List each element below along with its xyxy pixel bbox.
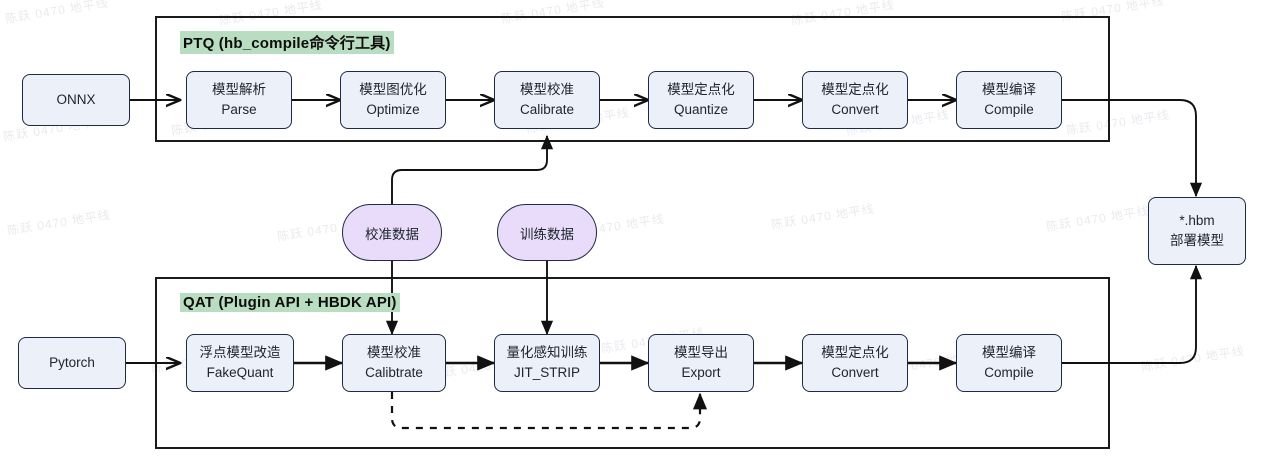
node-hbm-output[interactable]: *.hbm 部署模型 (1148, 197, 1246, 265)
node-ptq-optimize[interactable]: 模型图优化 Optimize (340, 71, 446, 129)
node-label-en: FakeQuant (206, 365, 274, 380)
node-onnx[interactable]: ONNX (22, 74, 130, 126)
node-label-en: Calibrate (519, 102, 575, 117)
node-label-en: Convert (831, 102, 879, 117)
node-label-en: Quantize (673, 102, 729, 117)
node-training-data[interactable]: 训练数据 (497, 204, 597, 261)
node-label-en: Export (681, 365, 721, 380)
node-label-cn: 模型编译 (982, 82, 1036, 98)
node-ptq-quantize[interactable]: 模型定点化 Quantize (648, 71, 754, 129)
node-label-cn: 模型定点化 (821, 82, 889, 98)
node-label-cn: 模型图优化 (359, 82, 427, 98)
hbm-line2: 部署模型 (1170, 233, 1224, 248)
node-label-cn: 模型定点化 (821, 345, 889, 361)
node-qat-convert[interactable]: 模型定点化 Convert (802, 334, 908, 392)
node-label-cn: 模型定点化 (667, 82, 735, 98)
node-qat-fakequant[interactable]: 浮点模型改造 FakeQuant (186, 334, 294, 392)
calibration-data-label: 校准数据 (365, 226, 419, 242)
qat-title: QAT (Plugin API + HBDK API) (180, 293, 400, 312)
node-calibration-data[interactable]: 校准数据 (342, 204, 442, 261)
node-label-cn: 模型解析 (212, 82, 266, 98)
training-data-label: 训练数据 (520, 226, 574, 242)
node-label-cn: 模型校准 (367, 345, 421, 361)
node-label-en: Parse (221, 102, 257, 117)
ptq-container (155, 16, 1110, 142)
wire-ptq-compile-to-hbm (1062, 99, 1203, 198)
node-label-cn: 浮点模型改造 (199, 345, 281, 361)
wire-calibtrate-to-export-dashed (390, 392, 708, 430)
node-ptq-compile[interactable]: 模型编译 Compile (956, 71, 1062, 129)
node-label-cn: 模型校准 (520, 82, 574, 98)
wire-qat-compile-to-hbm (1062, 264, 1203, 364)
node-qat-calibtrate[interactable]: 模型校准 Calibtrate (342, 334, 446, 392)
ptq-title: PTQ (hb_compile命令行工具) (180, 31, 394, 54)
node-ptq-convert[interactable]: 模型定点化 Convert (802, 71, 908, 129)
node-label-cn: 量化感知训练 (506, 345, 588, 361)
node-label-cn: 模型导出 (674, 345, 728, 361)
node-pytorch[interactable]: Pytorch (18, 337, 126, 389)
node-label-en: Optimize (366, 102, 420, 117)
node-qat-export[interactable]: 模型导出 Export (648, 334, 754, 392)
node-label-en: JIT_STRIP (513, 365, 580, 380)
hbm-line1: *.hbm (1179, 213, 1215, 229)
node-qat-jitstrip[interactable]: 量化感知训练 JIT_STRIP (494, 334, 600, 392)
node-label-en: Calibtrate (365, 365, 423, 380)
node-qat-compile[interactable]: 模型编译 Compile (956, 334, 1062, 392)
node-onnx-label: ONNX (56, 92, 96, 108)
node-label-en: Compile (984, 102, 1034, 117)
node-label-en: Compile (984, 365, 1034, 380)
node-label-en: Convert (831, 365, 879, 380)
wire-calibdata-to-ptq-calibrate (391, 134, 554, 204)
node-ptq-parse[interactable]: 模型解析 Parse (186, 71, 292, 129)
node-pytorch-label: Pytorch (49, 355, 95, 371)
node-ptq-calibrate[interactable]: 模型校准 Calibrate (494, 71, 600, 129)
node-label-cn: 模型编译 (982, 345, 1036, 361)
